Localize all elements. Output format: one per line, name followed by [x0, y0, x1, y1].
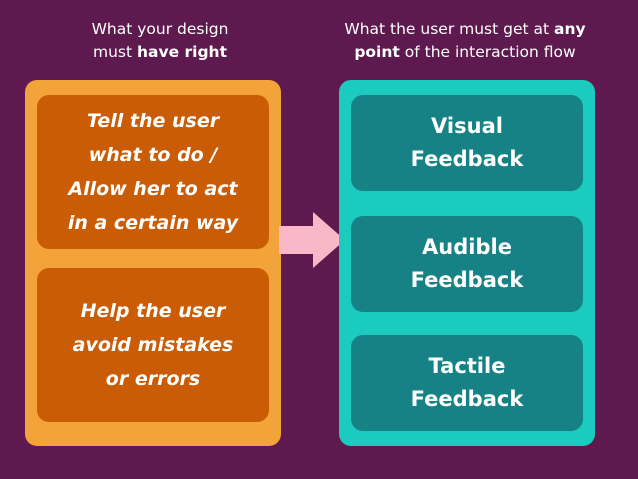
feedback-panel: Visual Feedback Audible Feedback Tactile…	[339, 80, 595, 446]
card-line: Help the user	[80, 300, 226, 322]
card-line: Allow her to act	[68, 178, 238, 200]
card-tactile-feedback: Tactile Feedback	[351, 335, 583, 431]
heading-design-line2: must have right	[40, 41, 280, 64]
card-line: Visual	[431, 114, 503, 138]
card-audible-feedback-text: Audible Feedback	[411, 231, 524, 297]
heading-user-emphasis-point: point	[354, 43, 400, 61]
heading-user-line2-text: of the interaction flow	[399, 43, 576, 61]
card-tell-user: Tell the user what to do / Allow her to …	[37, 95, 269, 249]
card-tactile-feedback-text: Tactile Feedback	[411, 350, 524, 416]
card-line: Feedback	[410, 387, 524, 411]
card-line: in a certain way	[67, 212, 239, 234]
heading-user-line1: What the user must get at any	[330, 18, 600, 41]
card-line: Feedback	[410, 268, 524, 292]
card-line: Audible	[422, 235, 512, 259]
card-line: what to do /	[88, 144, 218, 166]
heading-design-line2-text: must	[92, 43, 137, 61]
card-line: Tell the user	[86, 110, 220, 132]
card-visual-feedback-text: Visual Feedback	[411, 110, 524, 176]
card-line: avoid mistakes	[72, 334, 234, 356]
card-audible-feedback: Audible Feedback	[351, 216, 583, 312]
card-line: or errors	[105, 368, 201, 390]
heading-user-line2: point of the interaction flow	[330, 41, 600, 64]
heading-design-emphasis: have right	[137, 43, 228, 61]
card-tell-user-text: Tell the user what to do / Allow her to …	[68, 104, 238, 240]
card-visual-feedback: Visual Feedback	[351, 95, 583, 191]
heading-user: What the user must get at any point of t…	[330, 18, 600, 64]
design-panel: Tell the user what to do / Allow her to …	[25, 80, 281, 446]
card-help-user-text: Help the user avoid mistakes or errors	[73, 294, 234, 396]
heading-user-emphasis-any: any	[554, 20, 586, 38]
card-line: Feedback	[410, 147, 524, 171]
heading-user-line1-text: What the user must get at	[344, 20, 555, 38]
right-arrow-icon	[279, 212, 345, 268]
heading-design: What your design must have right	[40, 18, 280, 64]
card-help-user: Help the user avoid mistakes or errors	[37, 268, 269, 422]
card-line: Tactile	[428, 354, 506, 378]
heading-design-line1: What your design	[91, 20, 229, 38]
